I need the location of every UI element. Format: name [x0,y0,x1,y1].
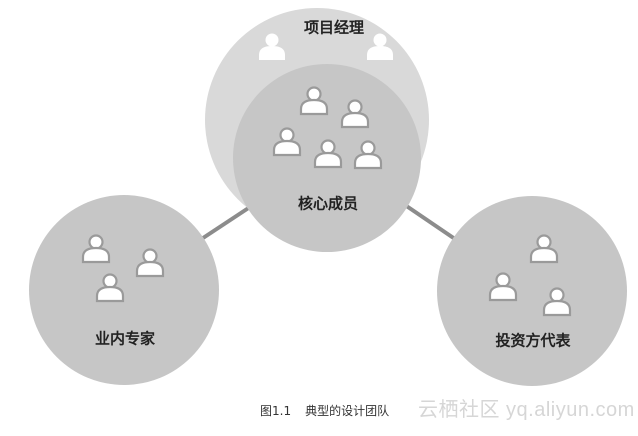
connector-core-experts [198,205,252,242]
watermark: 云栖社区 yq.aliyun.com [418,399,635,421]
core-members-label: 核心成员 [297,194,359,213]
figure-caption: 图1.1 典型的设计团队 [260,402,389,419]
industry-experts-label: 业内专家 [94,329,156,348]
industry-experts-circle [29,195,219,385]
connector-core-investors [403,203,457,241]
investor-reps-label: 投资方代表 [495,331,571,350]
figure-number: 图1.1 [260,404,292,418]
project-manager-label: 项目经理 [303,18,365,37]
investor-reps-circle [437,196,627,386]
figure-title: 典型的设计团队 [305,404,390,418]
